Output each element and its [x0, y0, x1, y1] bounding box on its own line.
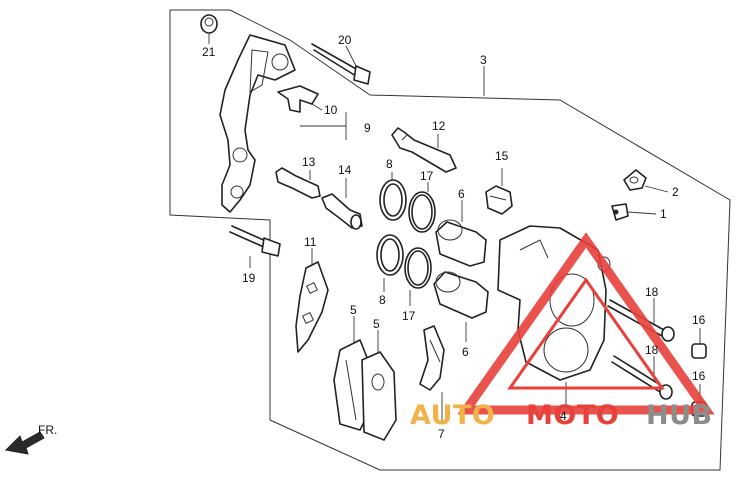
callout-13: 13 [302, 155, 316, 169]
callout-16-lower: 16 [692, 369, 706, 383]
piston-seals-lower [376, 234, 432, 289]
caliper-bracket [219, 34, 296, 213]
callout-6-upper: 6 [458, 187, 465, 201]
callout-7: 7 [438, 427, 445, 441]
boot-15 [485, 185, 513, 215]
leader-lines [208, 34, 701, 424]
retainer-clip [277, 85, 319, 113]
callout-15: 15 [495, 149, 509, 163]
callout-labels: 21 20 3 10 9 12 13 14 8 17 15 2 1 6 11 1… [202, 33, 706, 441]
callout-4: 4 [560, 409, 567, 423]
watermark-text-auto: AUTO [410, 400, 495, 431]
callout-5-left: 5 [350, 303, 357, 317]
bleed-screw [611, 203, 629, 221]
caliper-body [497, 225, 611, 381]
callout-18-upper: 18 [645, 285, 659, 299]
pad-spring [295, 261, 329, 353]
callout-8-upper: 8 [386, 157, 393, 171]
front-arrow-icon: FR. [4, 423, 57, 455]
callout-16-upper: 16 [692, 313, 706, 327]
callout-11: 11 [304, 235, 317, 249]
callout-9: 9 [364, 121, 371, 135]
bolt-19 [229, 225, 281, 257]
pistons [433, 219, 489, 319]
pin-14 [321, 193, 363, 230]
nut-21 [200, 14, 218, 34]
callout-2: 2 [672, 185, 679, 199]
callout-17-upper: 17 [420, 169, 434, 183]
callout-14: 14 [338, 163, 352, 177]
callout-5-right: 5 [373, 317, 380, 331]
watermark-text-moto: MOTO [526, 400, 619, 431]
watermark-text-hub: HUB [646, 400, 713, 431]
pin-12 [391, 127, 457, 173]
assembly-frame [169, 9, 731, 471]
piston-seals-upper [379, 179, 436, 233]
callout-19: 19 [242, 271, 256, 285]
pin-13 [275, 167, 321, 199]
callout-3: 3 [480, 53, 487, 67]
callout-1: 1 [660, 207, 667, 221]
callout-10: 10 [324, 103, 338, 117]
bleed-cap [623, 169, 647, 191]
callout-8-lower: 8 [379, 293, 386, 307]
callout-18-lower: 18 [645, 343, 659, 357]
watermark-logo: AUTO MOTO HUB [410, 232, 715, 431]
callout-12: 12 [432, 119, 446, 133]
brake-pads [333, 339, 397, 441]
bolt-20 [311, 43, 371, 85]
callout-20: 20 [338, 33, 352, 47]
callout-21: 21 [202, 45, 216, 59]
callout-17-lower: 17 [402, 309, 416, 323]
pad-shim [419, 325, 445, 391]
front-marker-label: FR. [38, 423, 57, 437]
callout-6-lower: 6 [462, 345, 469, 359]
